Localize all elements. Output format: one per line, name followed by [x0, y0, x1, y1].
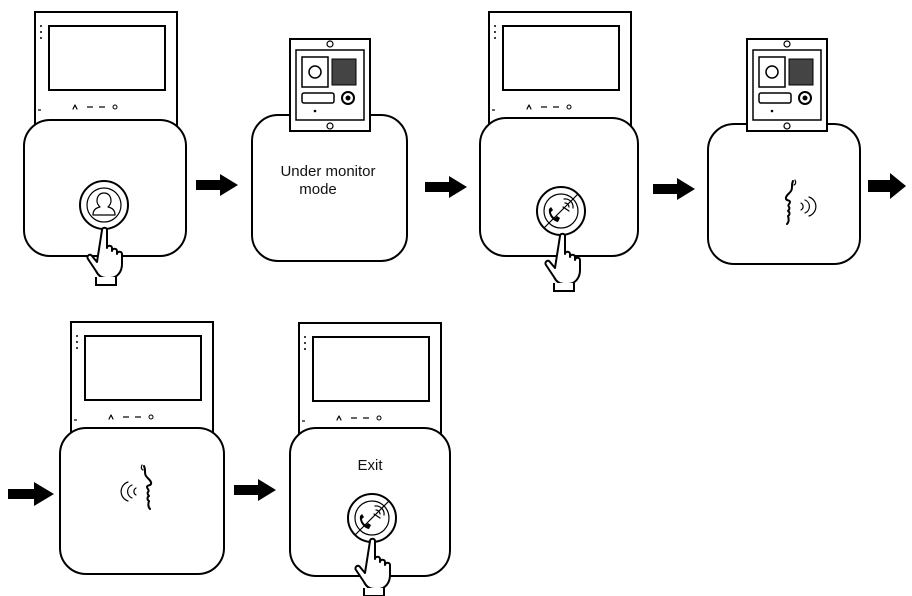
under-monitor-text-line2: mode	[299, 181, 337, 198]
step-5-talking	[59, 321, 225, 575]
arrow-icon	[653, 178, 695, 200]
monitor-person-icon	[79, 180, 129, 230]
exit-text: Exit	[357, 457, 383, 474]
arrow-icon	[196, 174, 238, 196]
step-3-talk-button	[479, 11, 639, 292]
under-monitor-text-line1: Under monitor	[280, 163, 375, 180]
arrow-icon	[8, 482, 54, 506]
handset-icon	[536, 186, 586, 236]
arrow-icon	[868, 173, 906, 199]
step-6-exit: Exit	[289, 322, 451, 596]
step-4-talking	[707, 38, 861, 265]
step-2-under-monitor: Under monitor mode	[251, 38, 408, 262]
arrow-icon	[234, 479, 276, 501]
step-1-monitor	[23, 11, 187, 286]
arrow-icon	[425, 176, 467, 198]
handset-icon	[347, 493, 397, 543]
